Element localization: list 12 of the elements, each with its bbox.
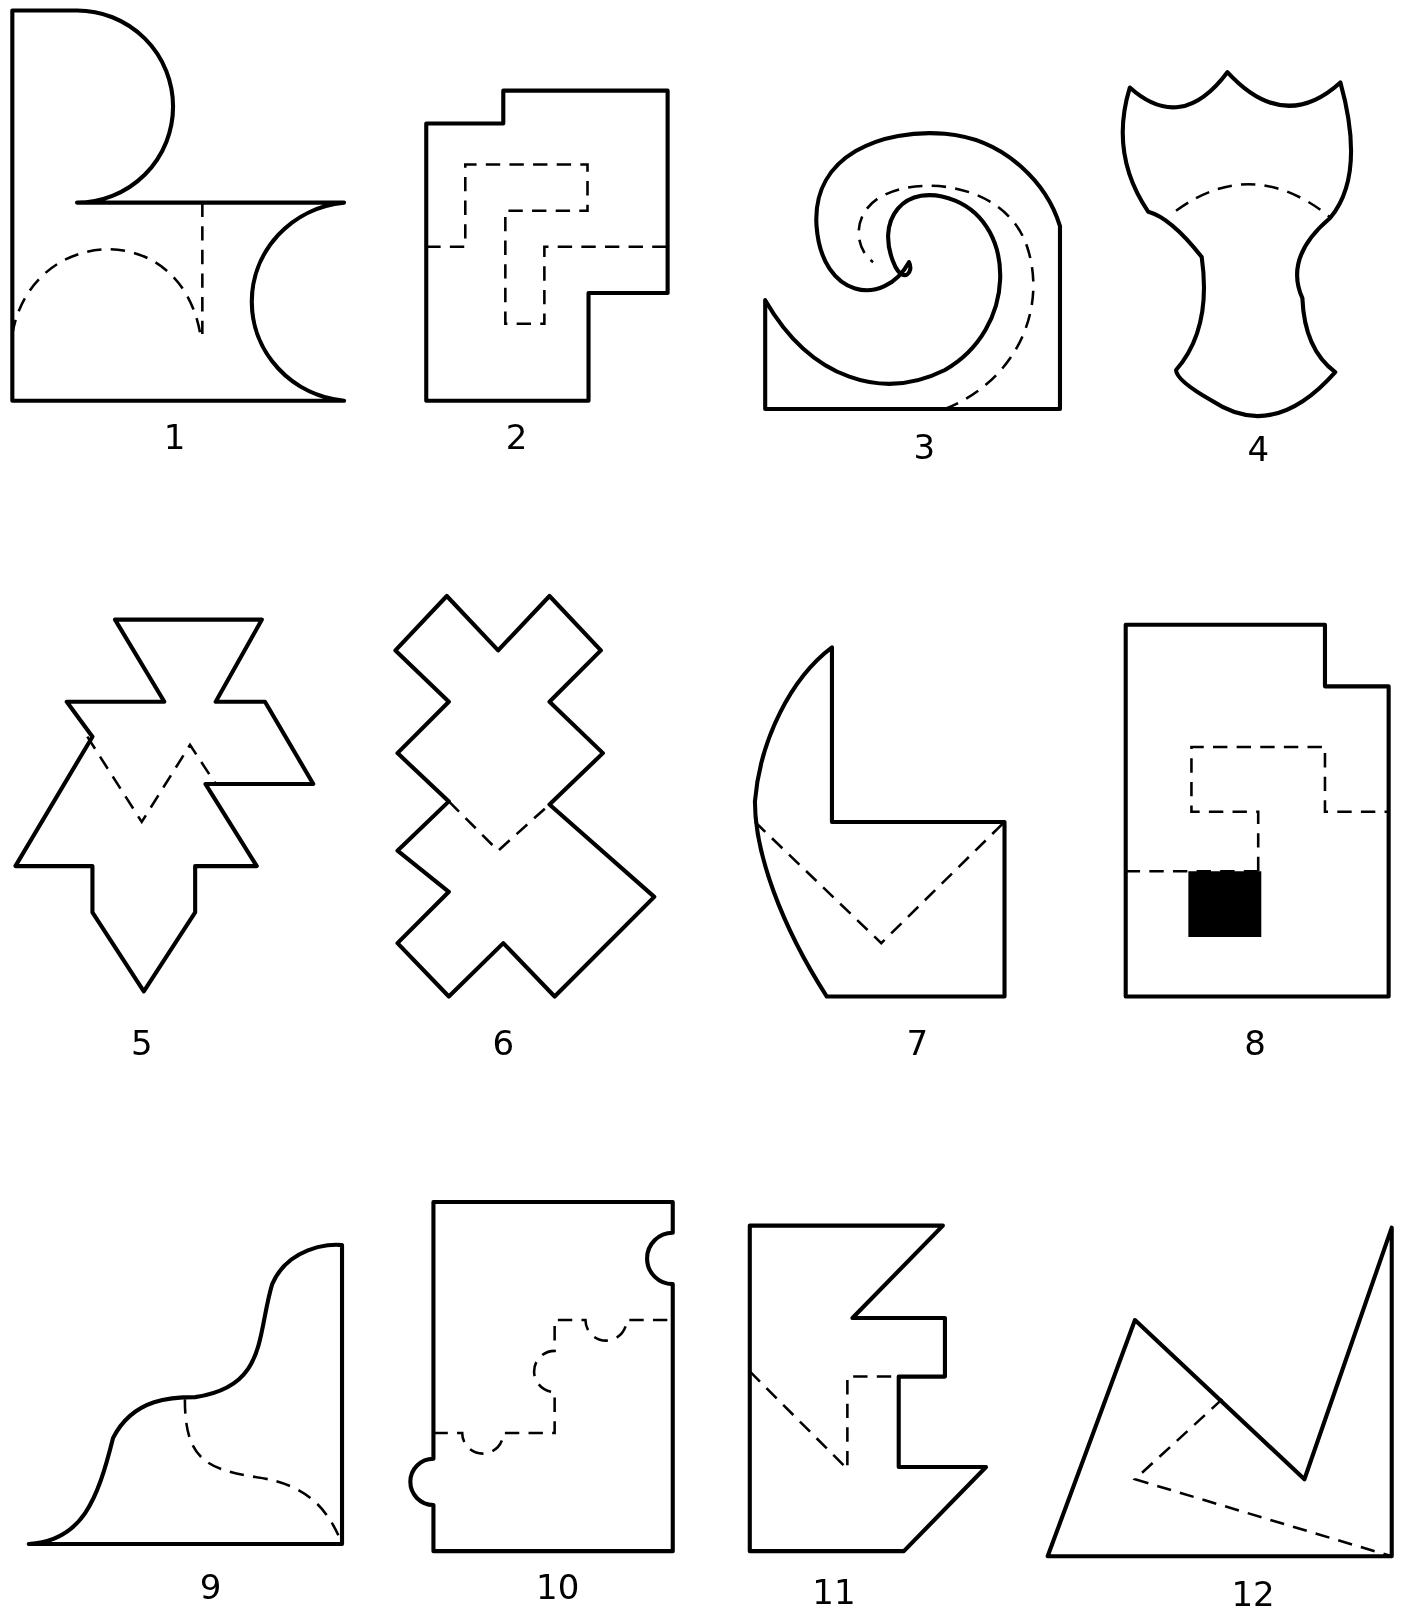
figure-number: 3	[913, 429, 936, 464]
figure-number: 2	[505, 419, 528, 454]
figure-number: 1	[163, 419, 186, 454]
figure-number: 5	[130, 1025, 153, 1060]
figure-number: 9	[199, 1569, 222, 1604]
figure-number: 8	[1244, 1025, 1266, 1060]
figure-number: 10	[536, 1569, 580, 1604]
figure-number: 6	[492, 1025, 515, 1060]
figure-number: 12	[1231, 1577, 1275, 1611]
figure-number: 7	[906, 1025, 928, 1060]
figure-number: 4	[1247, 431, 1269, 466]
figure-number: 11	[812, 1575, 856, 1609]
